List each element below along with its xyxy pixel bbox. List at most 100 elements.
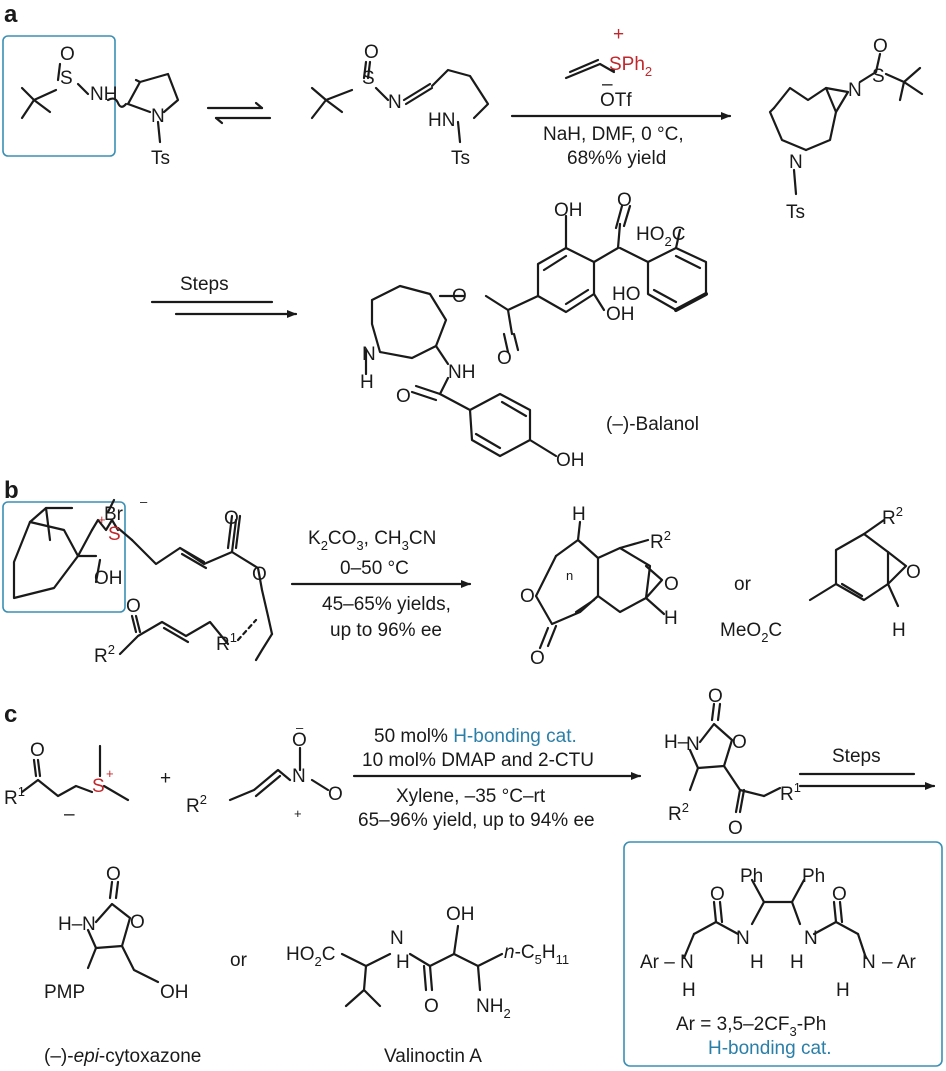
svg-text:H: H [360,372,374,393]
or-label-c: or [230,950,248,971]
reaction-arrow-b: K2CO3, CH3CN 0–50 °C 45–65% yields, up t… [290,528,472,641]
svg-text:N: N [388,92,402,113]
svg-text:S: S [362,68,375,89]
n-pentyl-label: n-C5H11 [504,942,569,967]
svg-text:N: N [736,928,750,949]
molecule-epi-cytoxazone: O O H– N PMP OH (–)-epi-cytoxazone [44,864,201,1067]
equilibrium-arrows [206,101,272,125]
svg-text:Ar –: Ar – [640,952,675,973]
svg-text:O: O [732,732,747,753]
svg-text:O: O [364,42,379,63]
catalyst-label: H-bonding cat. [708,1038,832,1059]
svg-text:O: O [710,884,725,905]
svg-text:OH: OH [160,982,189,1003]
svg-text:O: O [708,686,723,707]
reaction-arrow-a: SPh2 + OTf – NaH, DMF, 0 °C, 68%% yield [510,24,732,169]
panel-label-c: c [4,701,17,728]
svg-text:NH: NH [90,84,117,105]
carboxylic-acid-c: HO2C [286,944,335,969]
molecule-valinoctin-a: HO2C N H O OH NH2 n-C5H11 Valinoctin A [286,904,569,1067]
svg-text:O: O [728,818,743,839]
conditions-b-line4: up to 96% ee [330,620,442,641]
steps-arrow-a: Steps [150,274,298,318]
svg-text:N: N [390,928,404,949]
conditions-a-line2: 68%% yield [567,148,666,169]
conditions-b-line3: 45–65% yields, [322,594,451,615]
methyl-ester-label: MeO2C [720,620,782,645]
svg-text:–: – [64,804,75,825]
svg-text:N: N [82,914,96,935]
svg-text:HN: HN [428,110,455,131]
molecule-camphor-sulfonium-ylide-precursor: Br – S + OH O O [12,494,274,662]
molecule-sulfonium-ylide-c: O R1 – S + [4,740,130,825]
svg-text:+: + [613,24,624,45]
svg-text:O: O [328,784,343,805]
svg-text:R2: R2 [650,528,671,553]
svg-text:O: O [906,562,921,583]
svg-text:N: N [151,106,165,127]
conditions-c-line2: 10 mol% DMAP and 2-CTU [362,750,594,771]
svg-text:Ph: Ph [802,866,825,887]
svg-text:R2: R2 [668,800,689,825]
svg-text:N: N [686,734,700,755]
svg-text:H–: H– [58,914,83,935]
svg-text:R1: R1 [4,784,25,809]
product-name-valinoctin: Valinoctin A [384,1046,482,1067]
svg-text:O: O [396,386,411,407]
highlight-frame-b [2,501,126,613]
svg-text:O: O [520,586,535,607]
svg-text:N: N [292,766,306,787]
r1-group-b: R1 [216,630,237,655]
molecule-oxazolidinone-ketone: O O H– N R2 O R1 [664,686,801,839]
svg-text:S: S [60,68,73,89]
svg-text:n: n [566,568,573,583]
product-name-epi-cytoxazone: (–)-epi-cytoxazone [44,1046,201,1067]
svg-text:–: – [602,74,613,95]
svg-text:O: O [664,574,679,595]
catalyst-ar-definition: Ar = 3,5–2CF3-Ph [676,1014,826,1039]
svg-text:Steps: Steps [180,274,229,295]
sulfonium-center: S [108,524,121,545]
svg-text:H–: H– [664,732,689,753]
svg-text:O: O [424,996,439,1017]
svg-text:Br: Br [104,504,124,525]
svg-text:S: S [872,66,885,87]
svg-text:O: O [873,36,888,57]
molecule-balanol: O O OH O HO2C HO OH NH N H O OH (–)-Bala… [360,190,708,471]
svg-text:PMP: PMP [44,982,85,1003]
conditions-b-line1: K2CO3, CH3CN [308,528,436,553]
svg-text:O: O [106,864,121,885]
svg-text:N: N [789,152,803,173]
svg-text:O: O [130,912,145,933]
svg-text:OH: OH [556,450,585,471]
svg-text:– Ar: – Ar [882,952,916,973]
svg-text:O: O [224,508,239,529]
product-name-balanol: (–)-Balanol [606,414,699,435]
svg-text:H: H [682,980,696,1001]
conditions-a-line1: NaH, DMF, 0 °C, [543,124,684,145]
svg-text:H: H [750,952,764,973]
svg-text:OH: OH [554,200,583,221]
svg-text:Ts: Ts [451,148,470,169]
svg-text:OH: OH [94,568,123,589]
conditions-b-line2: 0–50 °C [340,558,409,579]
svg-text:Ph: Ph [740,866,763,887]
svg-text:Steps: Steps [832,746,881,767]
svg-text:+: + [106,766,114,781]
svg-text:+: + [294,806,302,821]
svg-text:N: N [804,928,818,949]
highlight-frame-a [2,35,116,157]
svg-text:OH: OH [606,304,635,325]
svg-text:O: O [497,348,512,369]
molecule-methyl-ester-epoxide: R2 O H MeO2C [720,504,921,645]
catalyst-frame [623,841,943,1067]
molecule-thiourea-catalyst: Ph Ph O O N H N H Ar – N H N – Ar H Ar =… [640,866,916,1059]
r2-group-b: R2 [94,642,115,667]
molecule-sulfinimine: O S N HN Ts [310,42,490,169]
svg-text:R2: R2 [186,792,207,817]
svg-text:N: N [848,80,862,101]
or-label-b: or [734,574,752,595]
svg-text:+: + [98,512,106,527]
